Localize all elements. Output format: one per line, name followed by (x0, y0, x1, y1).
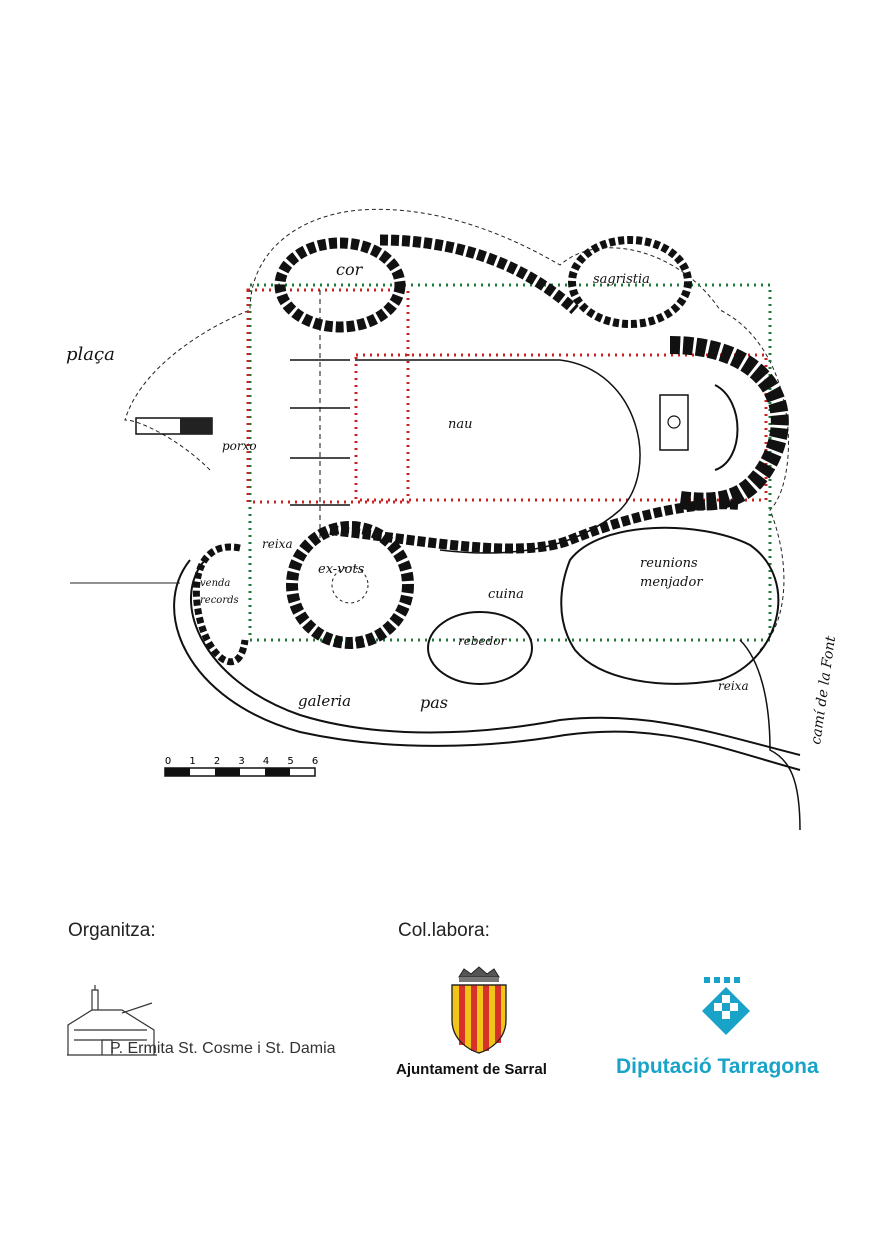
label-reixa-bottom: reixa (718, 679, 749, 693)
diputacio-caption: Diputació Tarragona (616, 1055, 819, 1078)
diputacio-logo: Diputació Tarragona (616, 975, 836, 1085)
ermita-logo: P. Ermita St. Cosme i St. Damia (62, 985, 352, 1065)
north-wall (379, 234, 579, 315)
label-rebedor: rebedor (458, 634, 508, 648)
cor-wall (274, 237, 406, 333)
label-cor: cor (336, 260, 364, 279)
label-plasa: plaça (66, 344, 115, 365)
altar (659, 394, 689, 451)
nave-curve (355, 359, 641, 554)
cami-area (739, 639, 801, 831)
sagristia-wall (568, 236, 692, 328)
south-wall (329, 499, 741, 554)
scale-tick-label: 0 (165, 756, 171, 767)
site-boundary (124, 208, 789, 651)
green-outline (248, 283, 772, 642)
red-outline-nave (354, 353, 768, 502)
floor-plan-drawing: plaça porxo cor sagristia nau reixa ex-v… (66, 208, 839, 831)
ermita-drawing-icon (67, 985, 157, 1056)
ex-vots-wall (286, 521, 414, 649)
apse-wall (669, 336, 789, 511)
red-outline-porch (246, 288, 410, 504)
label-sagristia: sagristia (593, 272, 650, 287)
label-nau: nau (448, 417, 473, 432)
scale-bar: 0 1 2 3 4 5 6 (164, 756, 318, 777)
scale-tick-label: 3 (238, 756, 244, 767)
scale-tick-label: 5 (287, 756, 293, 767)
collabora-label: Col.labora: (398, 920, 490, 941)
scale-tick-label: 6 (312, 756, 318, 767)
label-cuina: cuina (488, 587, 524, 602)
rebedor-room (427, 611, 533, 685)
organitza-label: Organitza: (68, 920, 156, 941)
scale-tick-label: 4 (263, 756, 269, 767)
sarral-caption: Ajuntament de Sarral (396, 1061, 547, 1078)
label-pas: pas (420, 693, 448, 712)
diputacio-emblem-icon (702, 977, 750, 1035)
ermita-caption: P. Ermita St. Cosme i St. Damia (110, 1040, 336, 1057)
label-reixa-top: reixa (262, 537, 293, 551)
sarral-shield-icon (451, 966, 507, 1054)
sarral-logo: Ajuntament de Sarral (396, 965, 561, 1085)
label-reunions: reunions (640, 556, 698, 571)
scale-tick-label: 1 (189, 756, 195, 767)
galeria-wall (190, 559, 801, 756)
reunions-room (560, 526, 780, 685)
label-ex-vots: ex-vots (318, 562, 365, 577)
label-galeria: galeria (298, 692, 351, 710)
label-records: records (200, 595, 239, 606)
label-venda: venda (200, 578, 230, 589)
venda-wall (192, 543, 249, 666)
label-menjador: menjador (640, 575, 703, 590)
label-porxo: porxo (222, 439, 257, 453)
scale-tick-label: 2 (214, 756, 220, 767)
label-cami-font: camí de la Font (808, 635, 839, 746)
